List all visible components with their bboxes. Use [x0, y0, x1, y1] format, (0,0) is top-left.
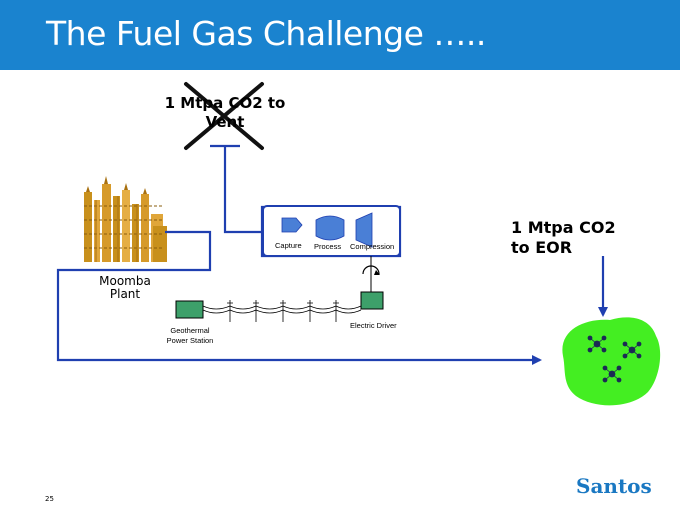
eor-label-line1: 1 Mtpa CO2 — [511, 218, 616, 237]
slide-title: The Fuel Gas Challenge ….. — [46, 14, 486, 53]
compressor-icon — [355, 212, 373, 248]
electric-driver-icon — [360, 256, 384, 310]
moomba-plant-label: Moomba Plant — [92, 275, 158, 301]
capture-label: Capture — [275, 241, 302, 250]
vent-label-line1: 1 Mtpa CO2 to — [164, 94, 286, 112]
vent-crossed-out-icon — [184, 82, 264, 150]
moomba-plant-icon — [84, 176, 167, 262]
eor-label-line2: to EOR — [511, 238, 573, 257]
geothermal-label-line2: Power Station — [166, 336, 214, 345]
vent-label-line2: Vent — [205, 113, 245, 131]
process-unit-icon — [315, 215, 345, 241]
moomba-label-line1: Moomba — [99, 274, 151, 288]
compression-label: Compression — [350, 242, 395, 251]
geothermal-label: Geothermal Power Station — [160, 326, 220, 346]
process-label: Process — [314, 242, 342, 251]
power-transmission-line — [202, 300, 362, 322]
eor-label: 1 Mtpa CO2 to EOR — [511, 218, 616, 258]
capture-process-compression-box — [262, 205, 401, 257]
eor-reservoir — [562, 317, 661, 406]
title-bar: The Fuel Gas Challenge ….. — [0, 0, 680, 70]
moomba-label-line2: Plant — [109, 287, 141, 301]
santos-logo: Santos — [576, 474, 652, 498]
page-number: 25 — [45, 495, 54, 503]
geothermal-label-line1: Geothermal — [170, 326, 210, 335]
vent-label: 1 Mtpa CO2 to Vent — [120, 94, 330, 132]
capture-unit-icon — [281, 217, 303, 233]
geothermal-power-station-icon — [175, 300, 204, 319]
electric-driver-label: Electric Driver — [350, 321, 397, 330]
